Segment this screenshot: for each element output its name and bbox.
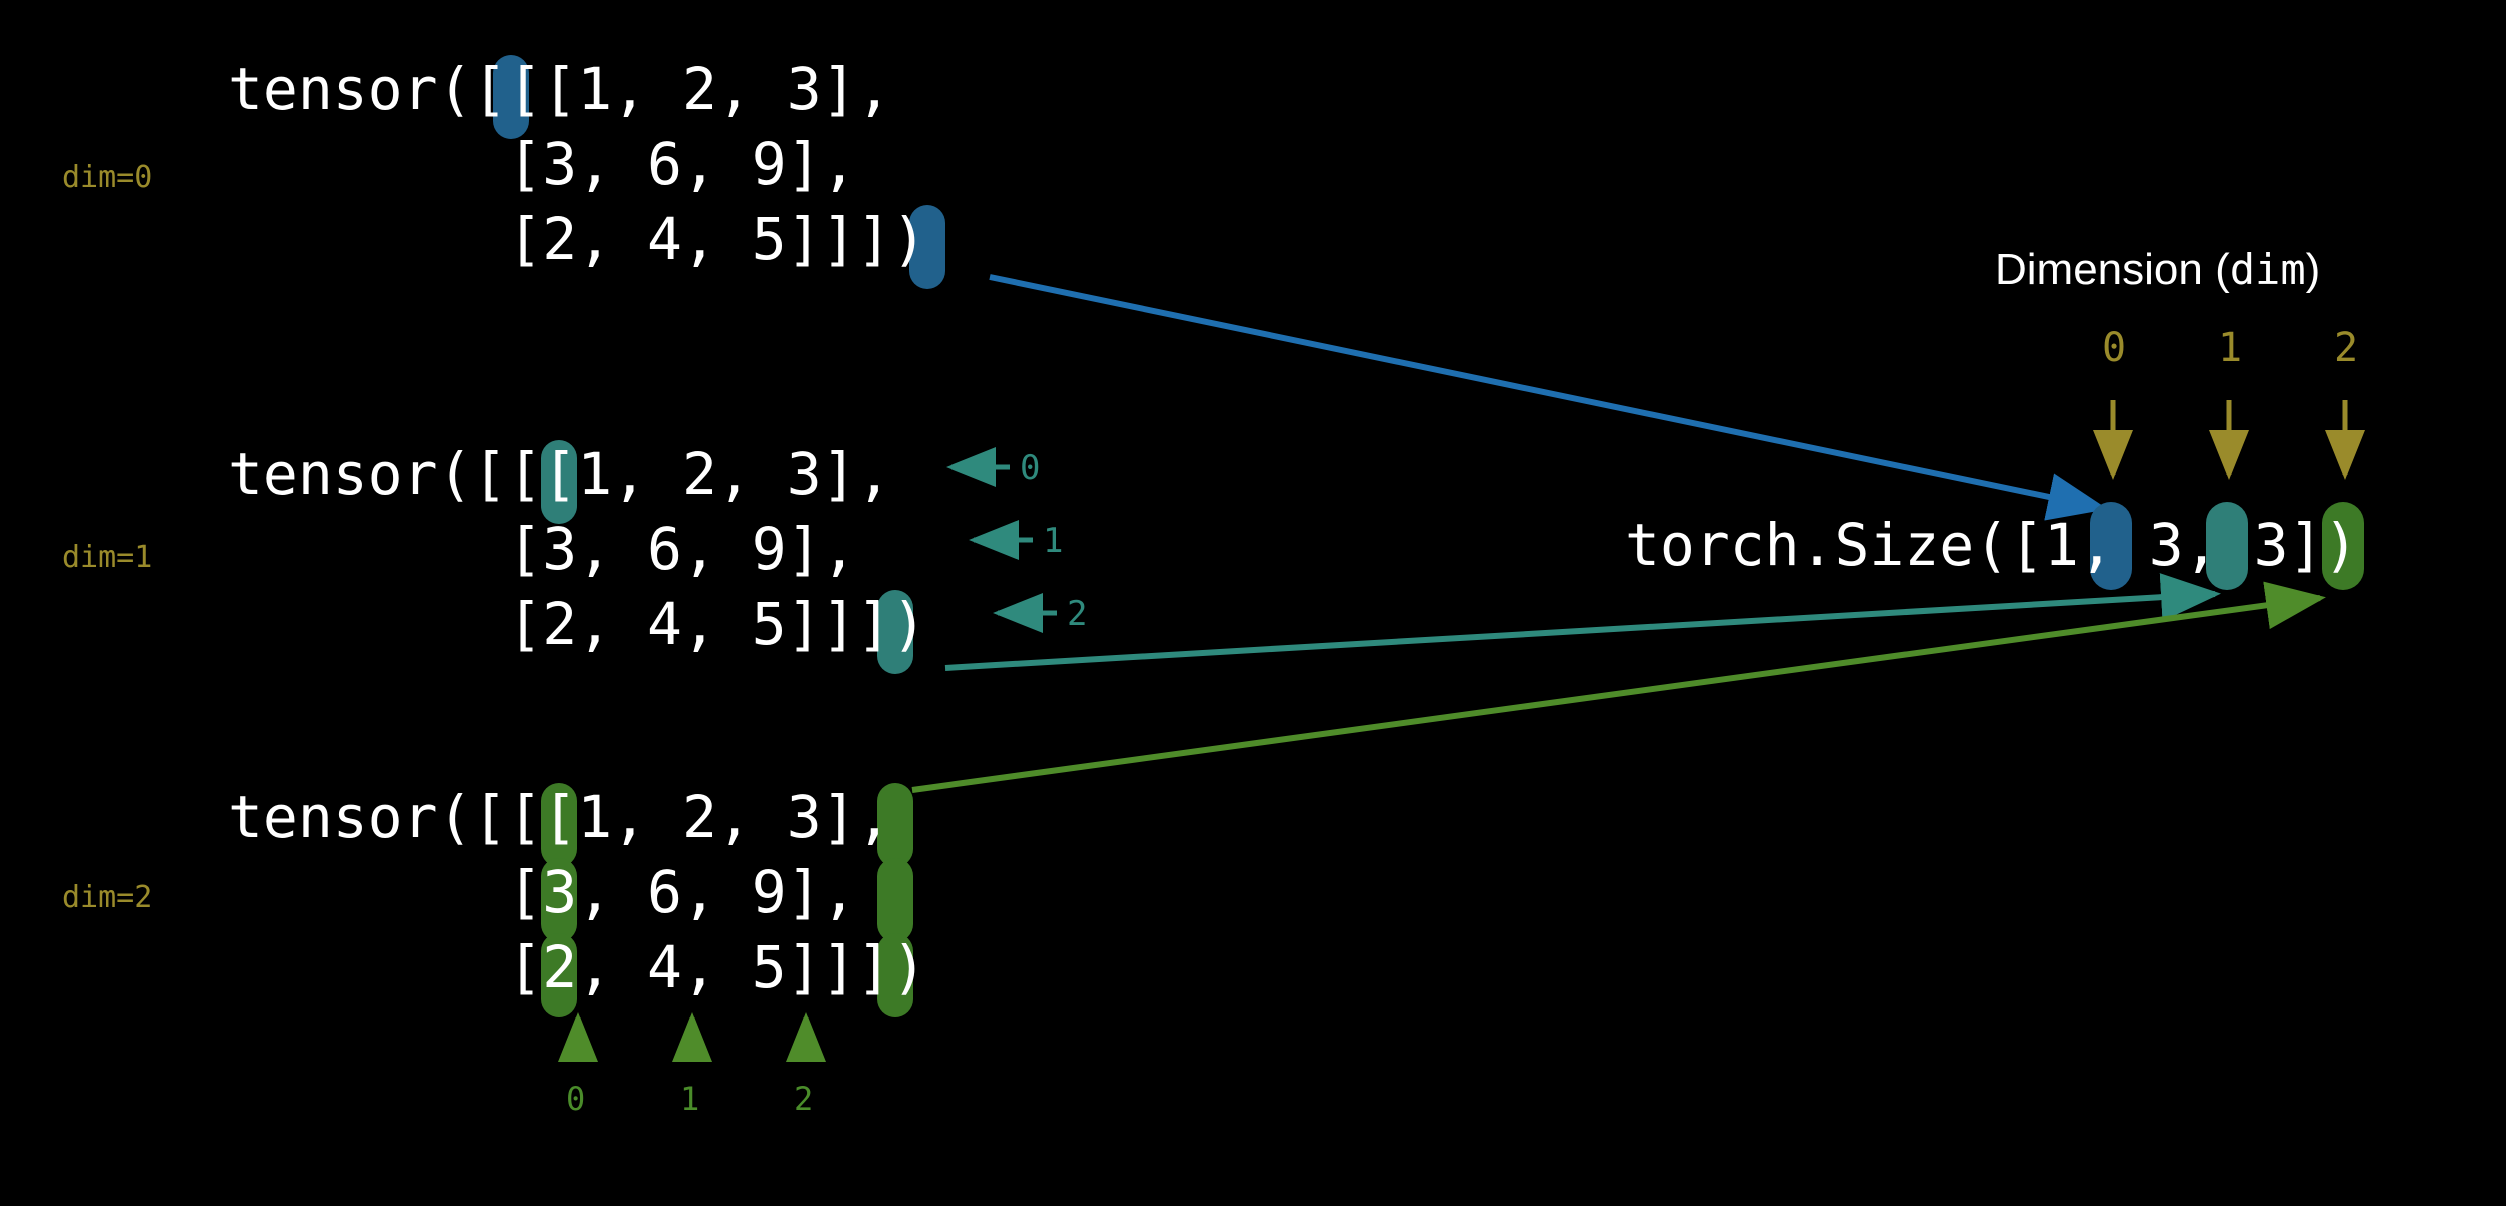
torch-size-line: torch.Size([1, 3, 3]) xyxy=(1625,511,2358,579)
dim-number-1: 1 xyxy=(2217,325,2243,371)
dim2-row1-close-bracket-highlight xyxy=(877,858,913,942)
arrow-dim2-to-size xyxy=(911,581,2326,793)
dim0-label: dim=0 xyxy=(62,160,153,195)
dim2-row2-close-bracket-highlight xyxy=(877,933,913,1017)
torch-size-value-1: 3 xyxy=(2148,511,2184,579)
dimension-title-mono: dim xyxy=(2229,245,2306,294)
dim-number-2: 2 xyxy=(2333,325,2359,371)
dim1-tensor-line-1: tensor([[[1, 2, 3], xyxy=(228,440,892,508)
dim1-close-bracket-highlight xyxy=(877,590,913,674)
dim1-open-bracket-highlight xyxy=(541,440,577,524)
size-value-0-highlight xyxy=(2090,502,2132,590)
dim2-tensor-line-2: [3, 6, 9], xyxy=(228,858,857,926)
dimension-title: Dimension (dim) xyxy=(1995,245,2320,295)
torch-size-value-0: 1 xyxy=(2044,511,2079,579)
dim1-tensor-line-2: [3, 6, 9], xyxy=(228,515,857,583)
arrow-dim1-to-size xyxy=(944,573,2221,671)
dim1-row-index-2: 2 xyxy=(1067,594,1088,634)
dim2-row0-close-bracket-highlight xyxy=(877,783,913,867)
dim-number-0: 0 xyxy=(2101,325,2127,371)
dim0-tensor-line-1: tensor([[[1, 2, 3], xyxy=(228,55,892,123)
dim0-close-bracket-highlight xyxy=(909,205,945,289)
dim0-open-bracket-highlight xyxy=(493,55,529,139)
dim2-row1-open-bracket-highlight xyxy=(541,858,577,942)
size-value-1-highlight xyxy=(2206,502,2248,590)
torch-size-sep-1: , xyxy=(2078,511,2149,579)
size-value-2-highlight xyxy=(2322,502,2364,590)
dimension-title-plain: Dimension ( xyxy=(1995,245,2230,294)
torch-size-prefix: torch.Size([ xyxy=(1625,511,2045,579)
dim1-label: dim=1 xyxy=(62,540,153,575)
dimension-title-close: ) xyxy=(2305,245,2321,294)
dim2-tensor-line-1: tensor([[[1, 2, 3], xyxy=(228,783,892,851)
dim0-tensor-line-2: [3, 6, 9], xyxy=(228,130,857,198)
dim2-row2-open-bracket-highlight xyxy=(541,933,577,1017)
dim2-tensor-line-3: [2, 4, 5]]]) xyxy=(228,933,927,1001)
dim0-tensor-line-3: [2, 4, 5]]]) xyxy=(228,205,927,273)
dim2-col-index-2: 2 xyxy=(794,1080,814,1118)
torch-size-suffix: ]) xyxy=(2288,511,2359,579)
dim1-tensor-line-3: [2, 4, 5]]]) xyxy=(228,590,927,658)
arrow-dim0-to-size xyxy=(989,274,2108,521)
dim2-label: dim=2 xyxy=(62,880,153,915)
dim2-row0-open-bracket-highlight xyxy=(541,783,577,867)
dim2-col-index-0: 0 xyxy=(566,1080,586,1118)
dim2-col-index-1: 1 xyxy=(680,1080,700,1118)
dim1-row-index-0: 0 xyxy=(1020,448,1041,488)
dim1-row-index-1: 1 xyxy=(1043,521,1064,561)
torch-size-sep-2: , xyxy=(2183,511,2254,579)
torch-size-value-2: 3 xyxy=(2253,511,2289,579)
